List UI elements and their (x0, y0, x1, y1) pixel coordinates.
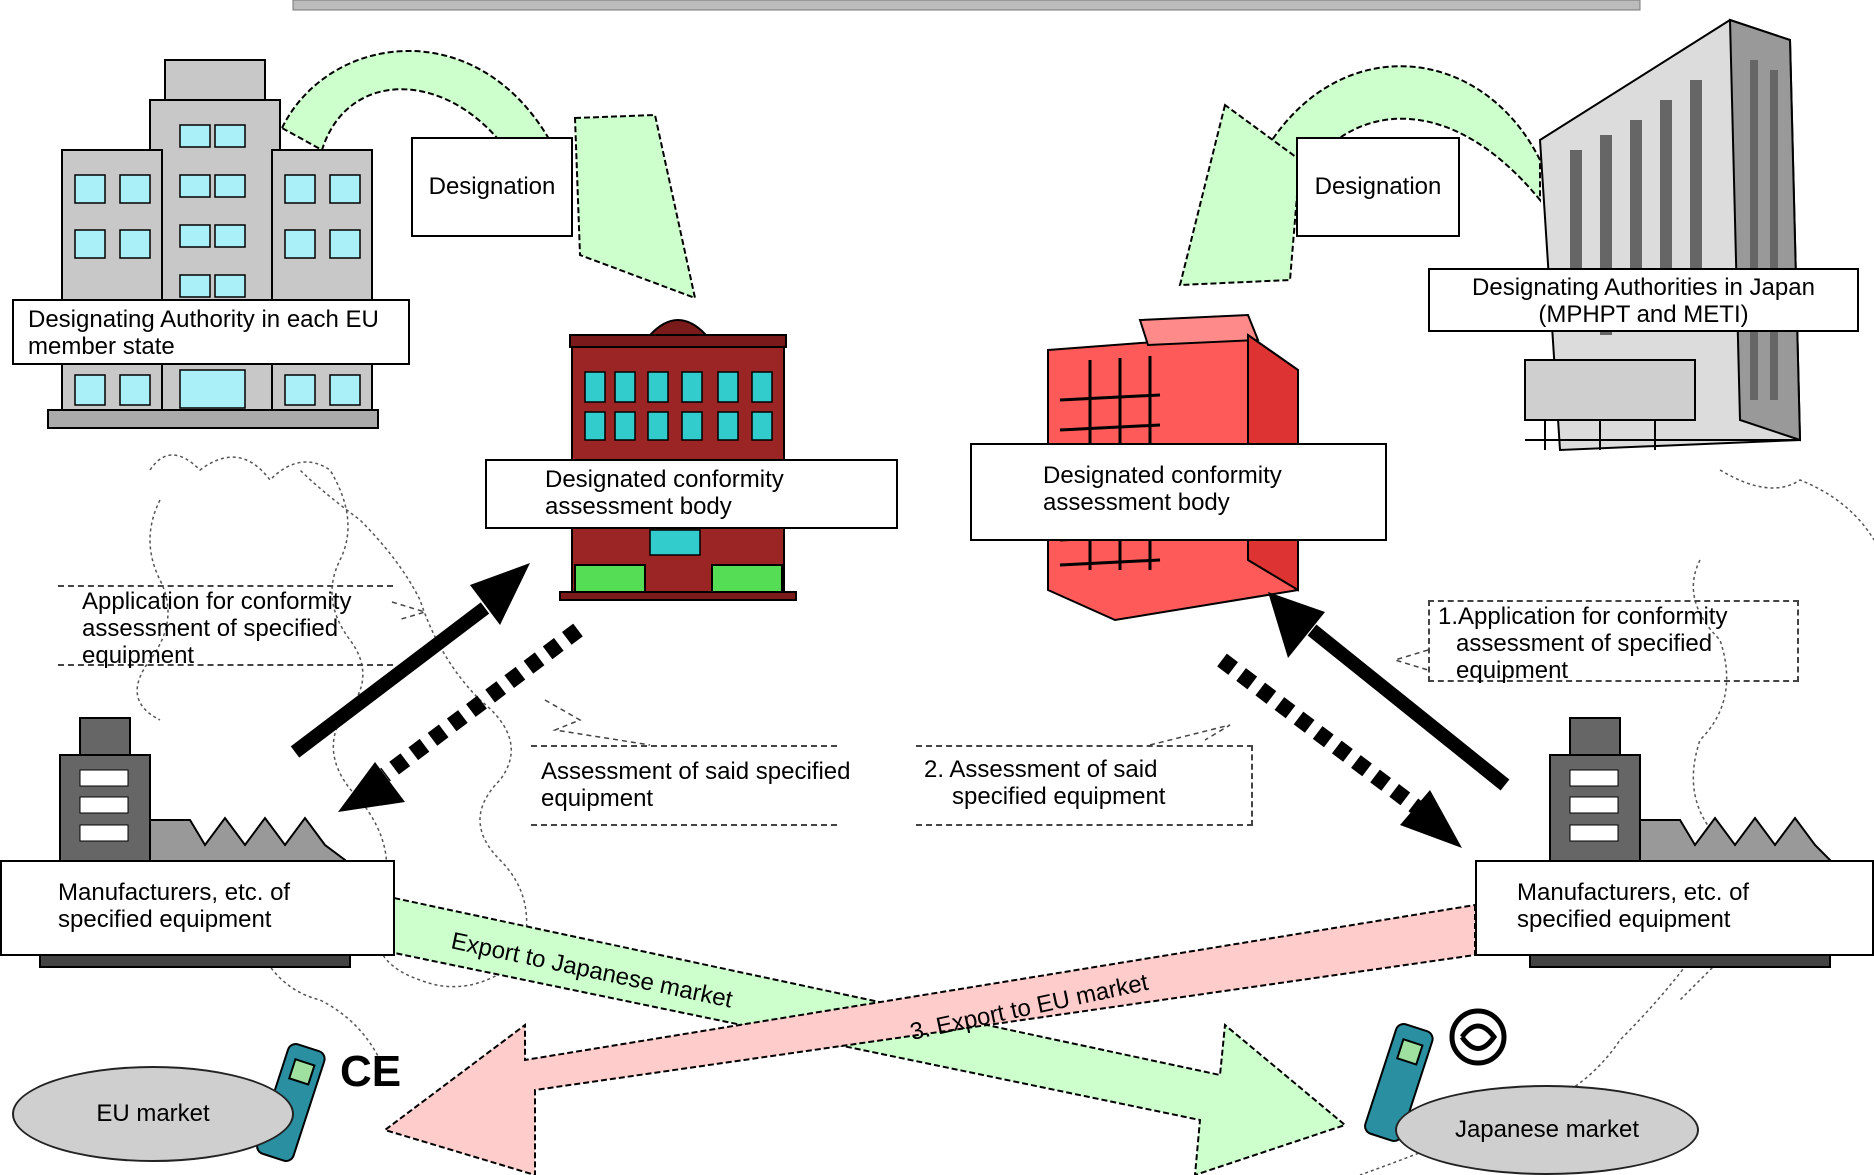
jp-application-line3: equipment (1456, 656, 1569, 684)
jp-assessment-line1: 2. Assessment of said (924, 756, 1158, 783)
callout-pointers (391, 601, 1429, 746)
eu-market-ellipse: EU market (12, 1066, 294, 1162)
eu-application-line2: assessment of specified (82, 614, 339, 642)
eu-market-text: EU market (96, 1099, 210, 1127)
designation-right-text: Designation (1314, 172, 1442, 200)
eu-cab-label-box: Designated conformity assessment body (485, 459, 898, 529)
eu-manufacturers-line2: specified equipment (58, 905, 272, 933)
europe-map-outline (136, 454, 528, 1061)
jp-application-line2: assessment of specified (1456, 629, 1713, 657)
eu-authority-label-box: Designating Authority in each EU member … (12, 299, 410, 365)
jp-phone-icon (1364, 1022, 1434, 1142)
jp-cab-line2: assessment body (1043, 488, 1230, 516)
eu-application-arrow (290, 563, 530, 758)
jp-cab-label-box: Designated conformity assessment body (970, 443, 1387, 541)
jp-certification-mark-icon (1449, 1008, 1507, 1066)
top-bar (292, 0, 1641, 11)
jp-manufacturers-line2: specified equipment (1517, 905, 1731, 933)
eu-assessment-line2: equipment (541, 784, 654, 812)
jp-application-line1: 1.Application for conformity (1438, 603, 1728, 630)
eu-cab-line1: Designated conformity (545, 466, 784, 493)
jp-cab-line1: Designated conformity (1043, 462, 1282, 489)
jp-authority-label-box: Designating Authorities in Japan (MPHPT … (1428, 268, 1859, 332)
jp-manufacturers-line1: Manufacturers, etc. of (1517, 879, 1750, 906)
export-to-eu-arrow (382, 903, 1476, 1175)
eu-application-line1: Application for conformity (82, 588, 352, 615)
jp-authority-building (1524, 18, 1802, 452)
eu-authority-building (47, 59, 379, 429)
designation-box-left: Designation (411, 137, 573, 237)
eu-application-line3: equipment (82, 641, 195, 669)
eu-assessment-arrow (338, 623, 583, 812)
ce-mark-icon: CE (340, 1047, 401, 1096)
designation-left-text: Designation (428, 172, 556, 200)
eu-authority-line2: member state (28, 332, 175, 360)
jp-authority-line1: Designating Authorities in Japan (1472, 274, 1815, 301)
jp-assessment-callout: 2. Assessment of said specified equipmen… (916, 745, 1253, 826)
jp-application-arrow (1268, 592, 1510, 791)
jp-market-ellipse: Japanese market (1395, 1085, 1699, 1175)
jp-assessment-line2: specified equipment (952, 782, 1166, 810)
eu-cab-line2: assessment body (545, 492, 732, 520)
jp-authority-line2: (MPHPT and METI) (1538, 300, 1749, 328)
eu-assessment-line1: Assessment of said specified (541, 758, 851, 785)
eu-manufacturers-box: Manufacturers, etc. of specified equipme… (0, 860, 395, 956)
eu-assessment-callout: Assessment of said specified equipment (531, 745, 851, 826)
jp-manufacturers-box: Manufacturers, etc. of specified equipme… (1475, 860, 1874, 956)
designation-arrowhead-left (573, 113, 697, 300)
jp-market-text: Japanese market (1454, 1115, 1640, 1143)
designation-box-right: Designation (1296, 137, 1460, 237)
jp-assessment-arrow (1217, 653, 1462, 848)
eu-application-callout: Application for conformity assessment of… (58, 585, 393, 669)
eu-authority-line1: Designating Authority in each EU (28, 306, 379, 333)
eu-manufacturers-line1: Manufacturers, etc. of (58, 879, 291, 906)
designation-arrowhead-right (1178, 103, 1302, 287)
jp-application-callout: 1.Application for conformity assessment … (1428, 600, 1799, 684)
